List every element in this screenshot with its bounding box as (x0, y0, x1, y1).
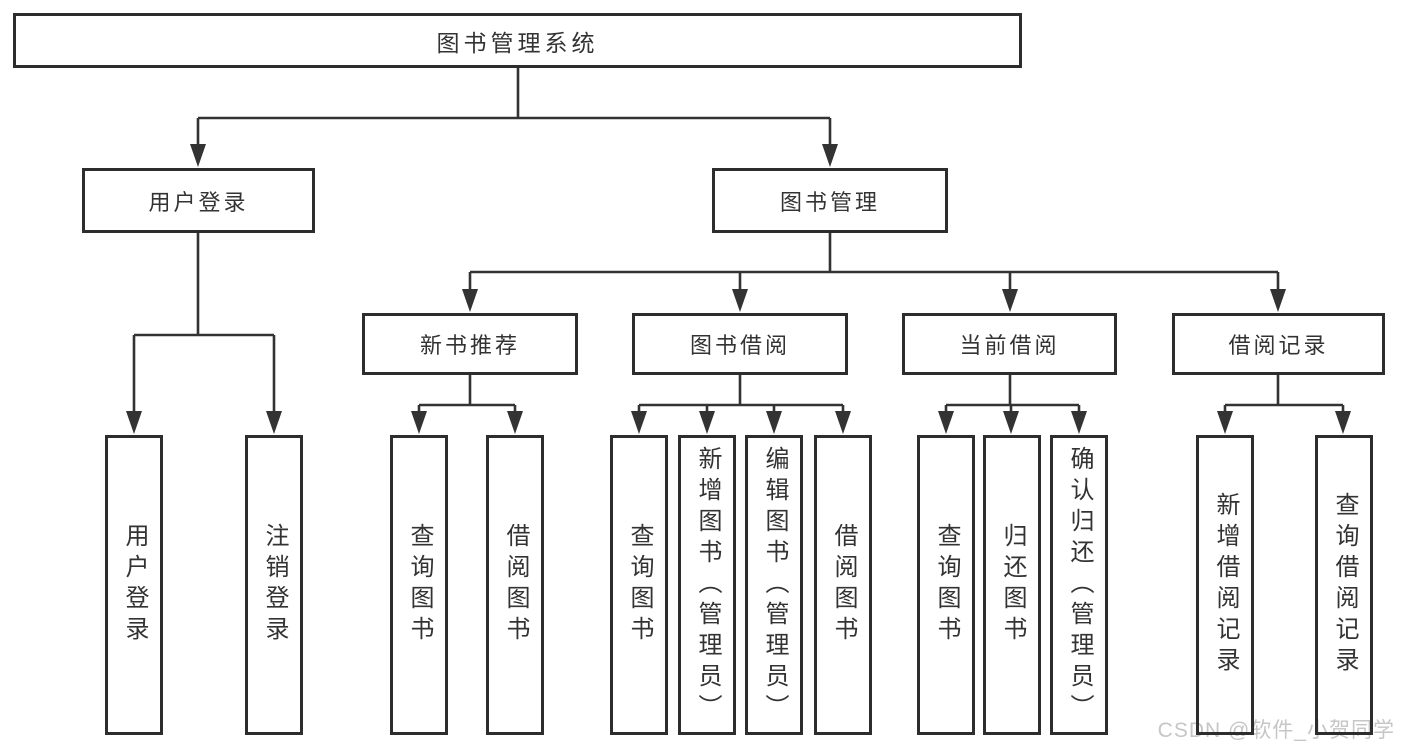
leaf-logout: 注销登录 (245, 435, 303, 735)
node-user-login: 用户登录 (82, 168, 315, 233)
leaf-user-login: 用户登录 (105, 435, 163, 735)
connector-user-login-children (126, 233, 282, 434)
leaf-query-books-current: 查询图书 (917, 435, 975, 735)
node-label: 新书推荐 (419, 333, 520, 358)
leaf-label: 借阅图书 (502, 523, 529, 647)
leaf-label: 查询借阅记录 (1331, 492, 1358, 678)
connector-new-book-recommend-children (411, 375, 523, 434)
leaf-label: 查询图书 (933, 523, 960, 647)
leaf-add-books-admin: 新增图书（管理员） (678, 435, 736, 735)
leaf-label: 新增借阅记录 (1212, 492, 1239, 678)
node-label: 借阅记录 (1228, 333, 1329, 358)
node-root: 图书管理系统 (13, 13, 1022, 68)
leaf-query-borrow-record: 查询借阅记录 (1315, 435, 1373, 735)
node-label: 图书管理 (779, 189, 880, 215)
connector-borrow-records-children (1217, 375, 1351, 434)
leaf-label: 查询图书 (406, 523, 433, 647)
node-label: 用户登录 (148, 189, 249, 215)
leaf-label: 编辑图书（管理员） (761, 445, 788, 725)
leaf-query-books-borrow: 查询图书 (610, 435, 668, 735)
node-book-borrow: 图书借阅 (632, 313, 848, 375)
node-label: 图书借阅 (689, 333, 790, 358)
node-new-book-recommend: 新书推荐 (362, 313, 578, 375)
leaf-label: 查询图书 (626, 523, 653, 647)
leaf-label: 借阅图书 (830, 523, 857, 647)
node-label: 当前借阅 (959, 333, 1060, 358)
connector-current-borrow-children (938, 375, 1087, 434)
connector-book-borrow-children (631, 375, 851, 434)
connector-book-management-children (462, 233, 1286, 312)
leaf-edit-books-admin: 编辑图书（管理员） (745, 435, 803, 735)
connector-root-to-level2 (190, 68, 838, 167)
root-label: 图书管理系统 (436, 29, 599, 56)
leaf-label: 用户登录 (121, 523, 148, 647)
leaf-label: 新增图书（管理员） (694, 445, 721, 725)
node-borrow-records: 借阅记录 (1172, 313, 1385, 375)
leaf-confirm-return-admin: 确认归还（管理员） (1050, 435, 1108, 735)
node-book-management: 图书管理 (712, 168, 948, 233)
leaf-borrow-books: 借阅图书 (814, 435, 872, 735)
leaf-borrow-books-recommend: 借阅图书 (486, 435, 544, 735)
leaf-return-books: 归还图书 (983, 435, 1041, 735)
leaf-label: 归还图书 (999, 523, 1026, 647)
leaf-add-borrow-record: 新增借阅记录 (1196, 435, 1254, 735)
node-current-borrow: 当前借阅 (902, 313, 1117, 375)
leaf-label: 确认归还（管理员） (1066, 445, 1093, 725)
leaf-label: 注销登录 (261, 523, 288, 647)
watermark-text: CSDN @软件_小贺同学 (1157, 719, 1395, 742)
leaf-query-books-recommend: 查询图书 (390, 435, 448, 735)
